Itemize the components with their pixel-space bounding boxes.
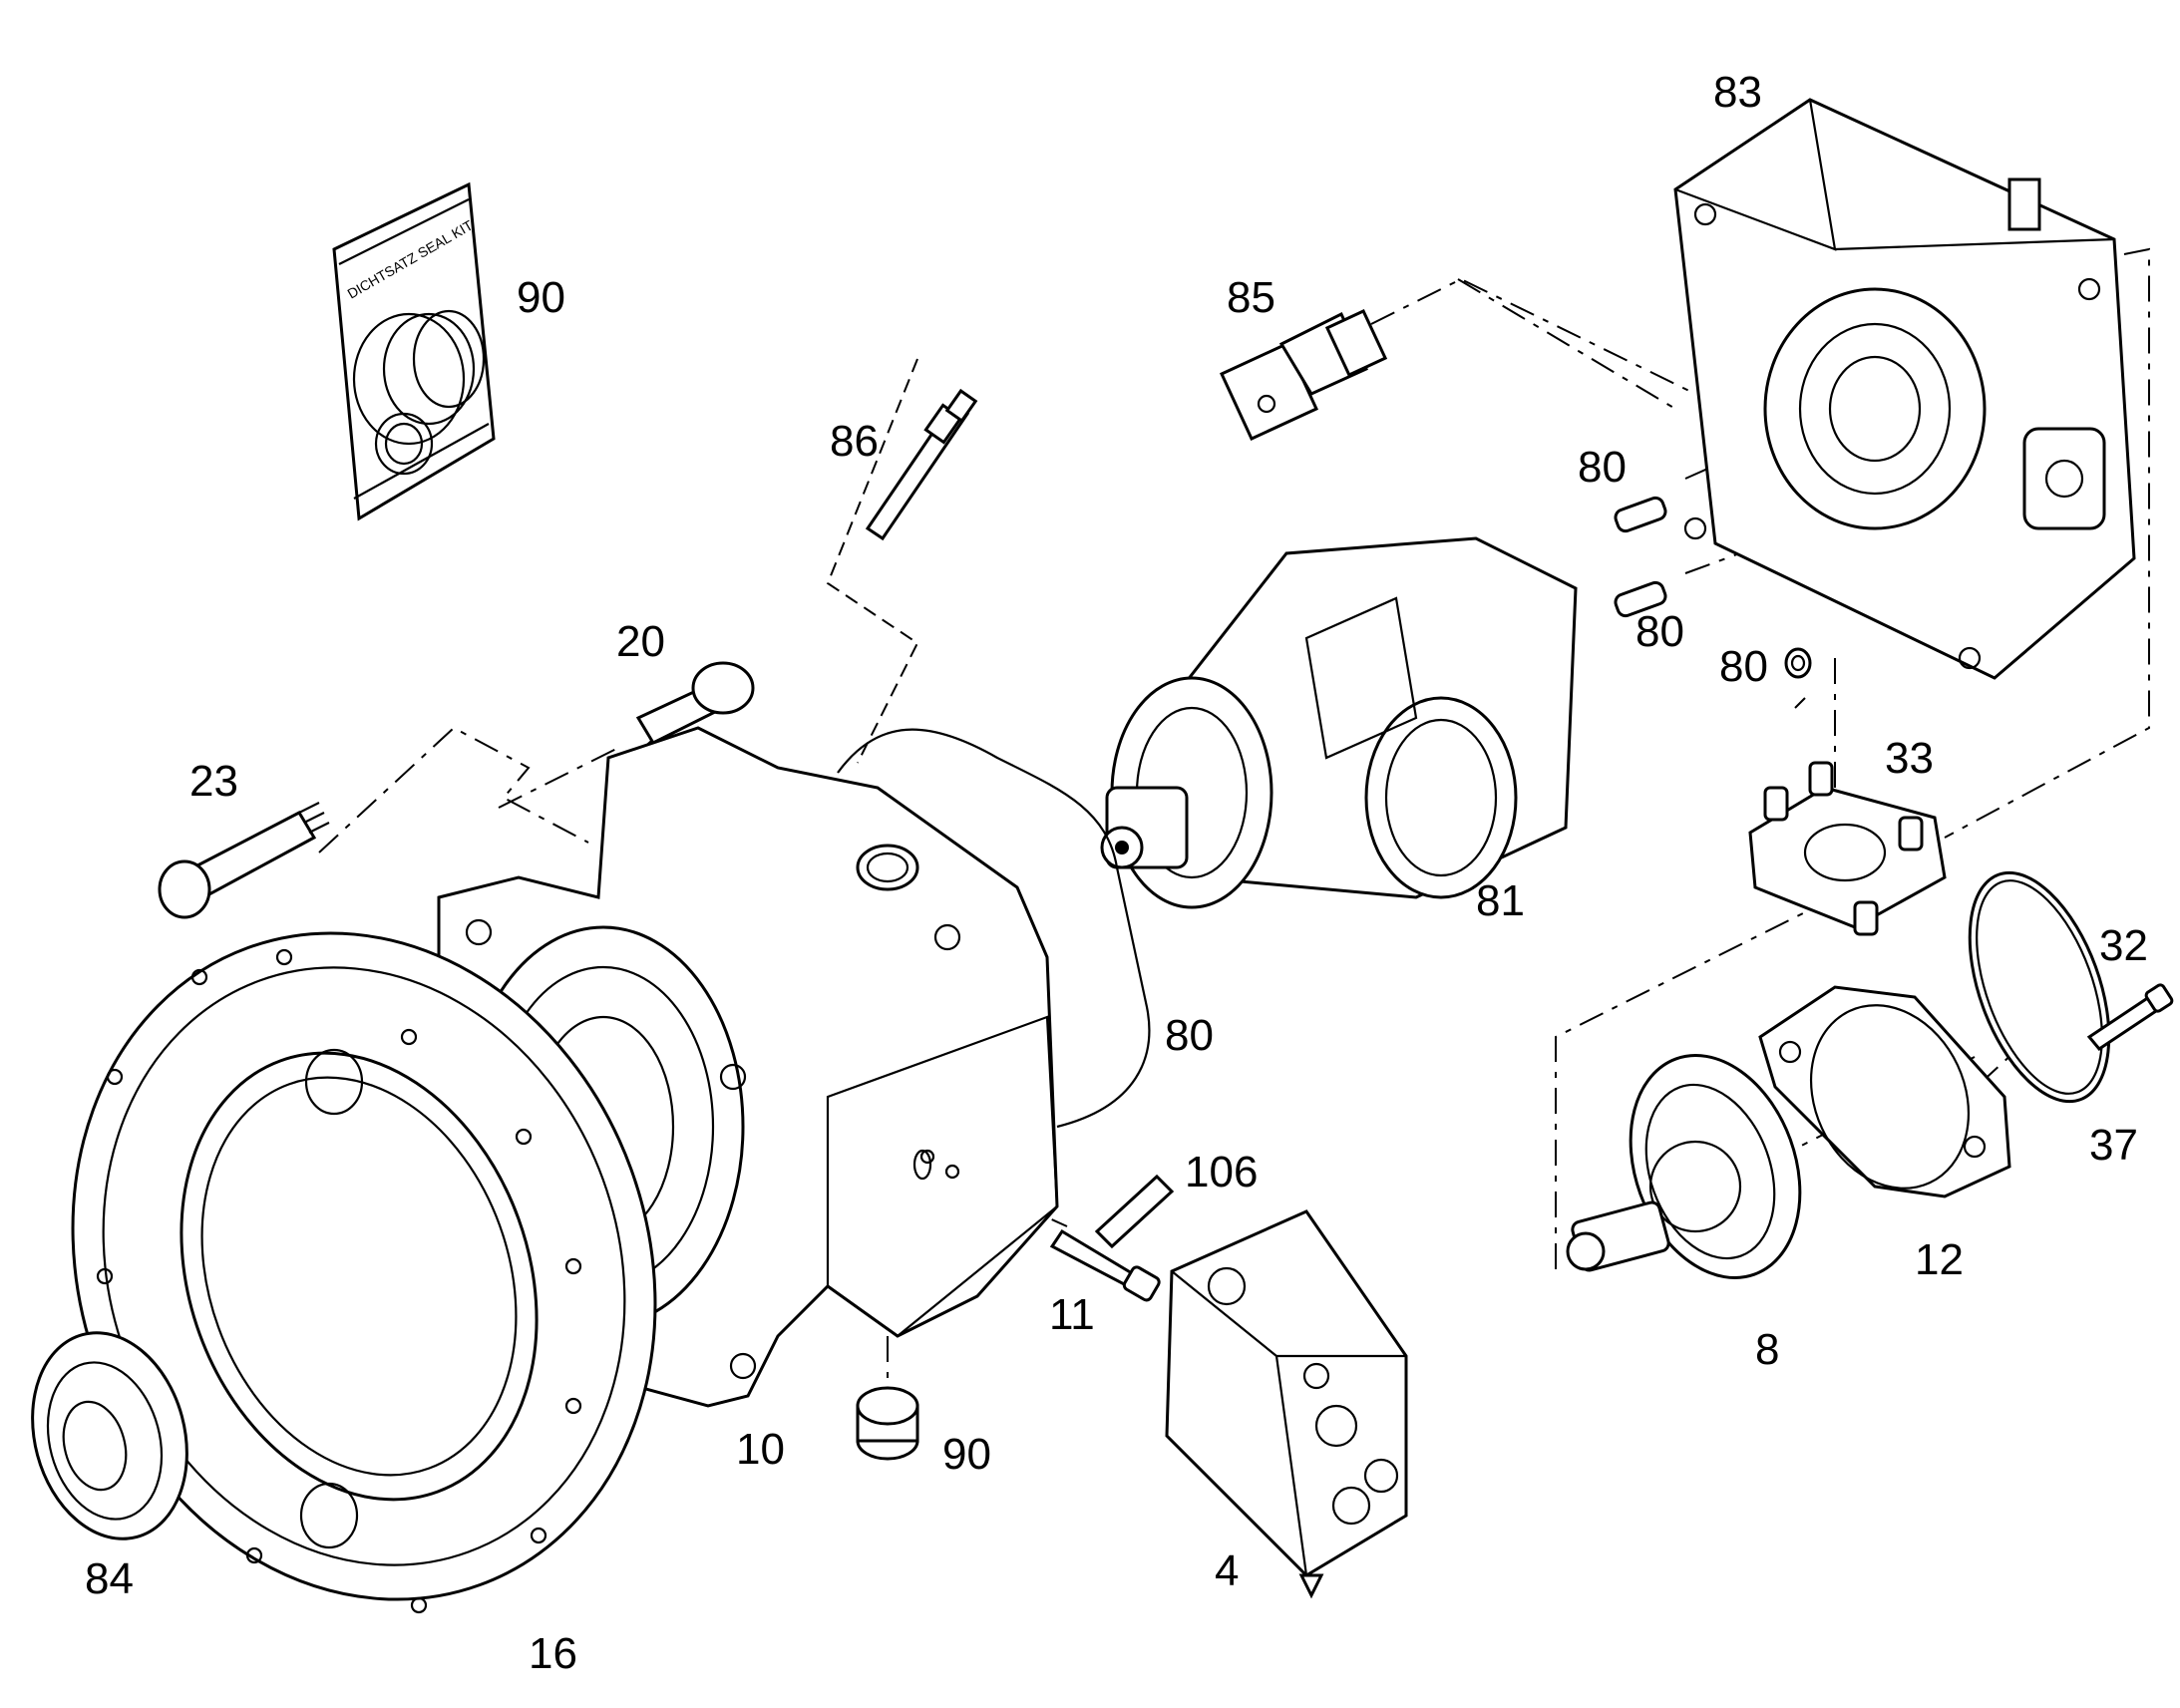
screw-37	[2086, 983, 2174, 1051]
callout-10: 10	[736, 1425, 785, 1474]
callout-90-plug: 90	[942, 1430, 991, 1479]
seal-kit-bag: DICHTSATZ SEAL KIT	[332, 181, 496, 521]
callout-23: 23	[189, 757, 238, 806]
motor-81	[1100, 536, 1578, 909]
callout-90-kit: 90	[517, 273, 565, 322]
callout-84: 84	[85, 1554, 134, 1603]
fitting-86	[865, 388, 978, 541]
callout-83: 83	[1713, 68, 1762, 117]
pins-80	[1614, 496, 1812, 679]
plate-12	[1758, 985, 2011, 1198]
pipe-80	[837, 728, 1151, 1129]
shaft-seal-84	[31, 1331, 188, 1540]
plug-90	[856, 1386, 919, 1461]
screws-20-23	[158, 661, 755, 919]
callout-20: 20	[616, 617, 665, 666]
pump-8	[1566, 1054, 1802, 1279]
flange-33	[1748, 761, 1947, 936]
callout-81: 81	[1476, 876, 1525, 925]
callout-80-b: 80	[1635, 607, 1684, 656]
callout-86: 86	[830, 417, 879, 466]
o-ring-32	[1968, 870, 2111, 1104]
callout-4: 4	[1215, 1546, 1239, 1595]
callout-80-a: 80	[1578, 443, 1627, 492]
valve-85	[1220, 308, 1388, 441]
callout-11: 11	[1049, 1290, 1095, 1339]
callout-33: 33	[1885, 734, 1934, 783]
callout-16: 16	[529, 1629, 577, 1678]
callout-12: 12	[1915, 1235, 1964, 1284]
end-cover-83	[1673, 98, 2136, 680]
callout-37: 37	[2089, 1121, 2138, 1170]
callout-85: 85	[1227, 273, 1275, 322]
control-block-4	[1165, 1209, 1408, 1599]
callout-80-c: 80	[1719, 642, 1768, 691]
small-parts-106-11	[1049, 1174, 1175, 1302]
callout-106: 106	[1185, 1148, 1258, 1196]
callout-80-d: 80	[1165, 1011, 1214, 1060]
callout-32: 32	[2099, 921, 2148, 970]
callout-8: 8	[1755, 1325, 1779, 1374]
flange-ring-16	[71, 931, 657, 1614]
callouts: 83 90 85 86 80 80 80 20 23 33 81 32 80 3…	[85, 68, 2148, 1678]
